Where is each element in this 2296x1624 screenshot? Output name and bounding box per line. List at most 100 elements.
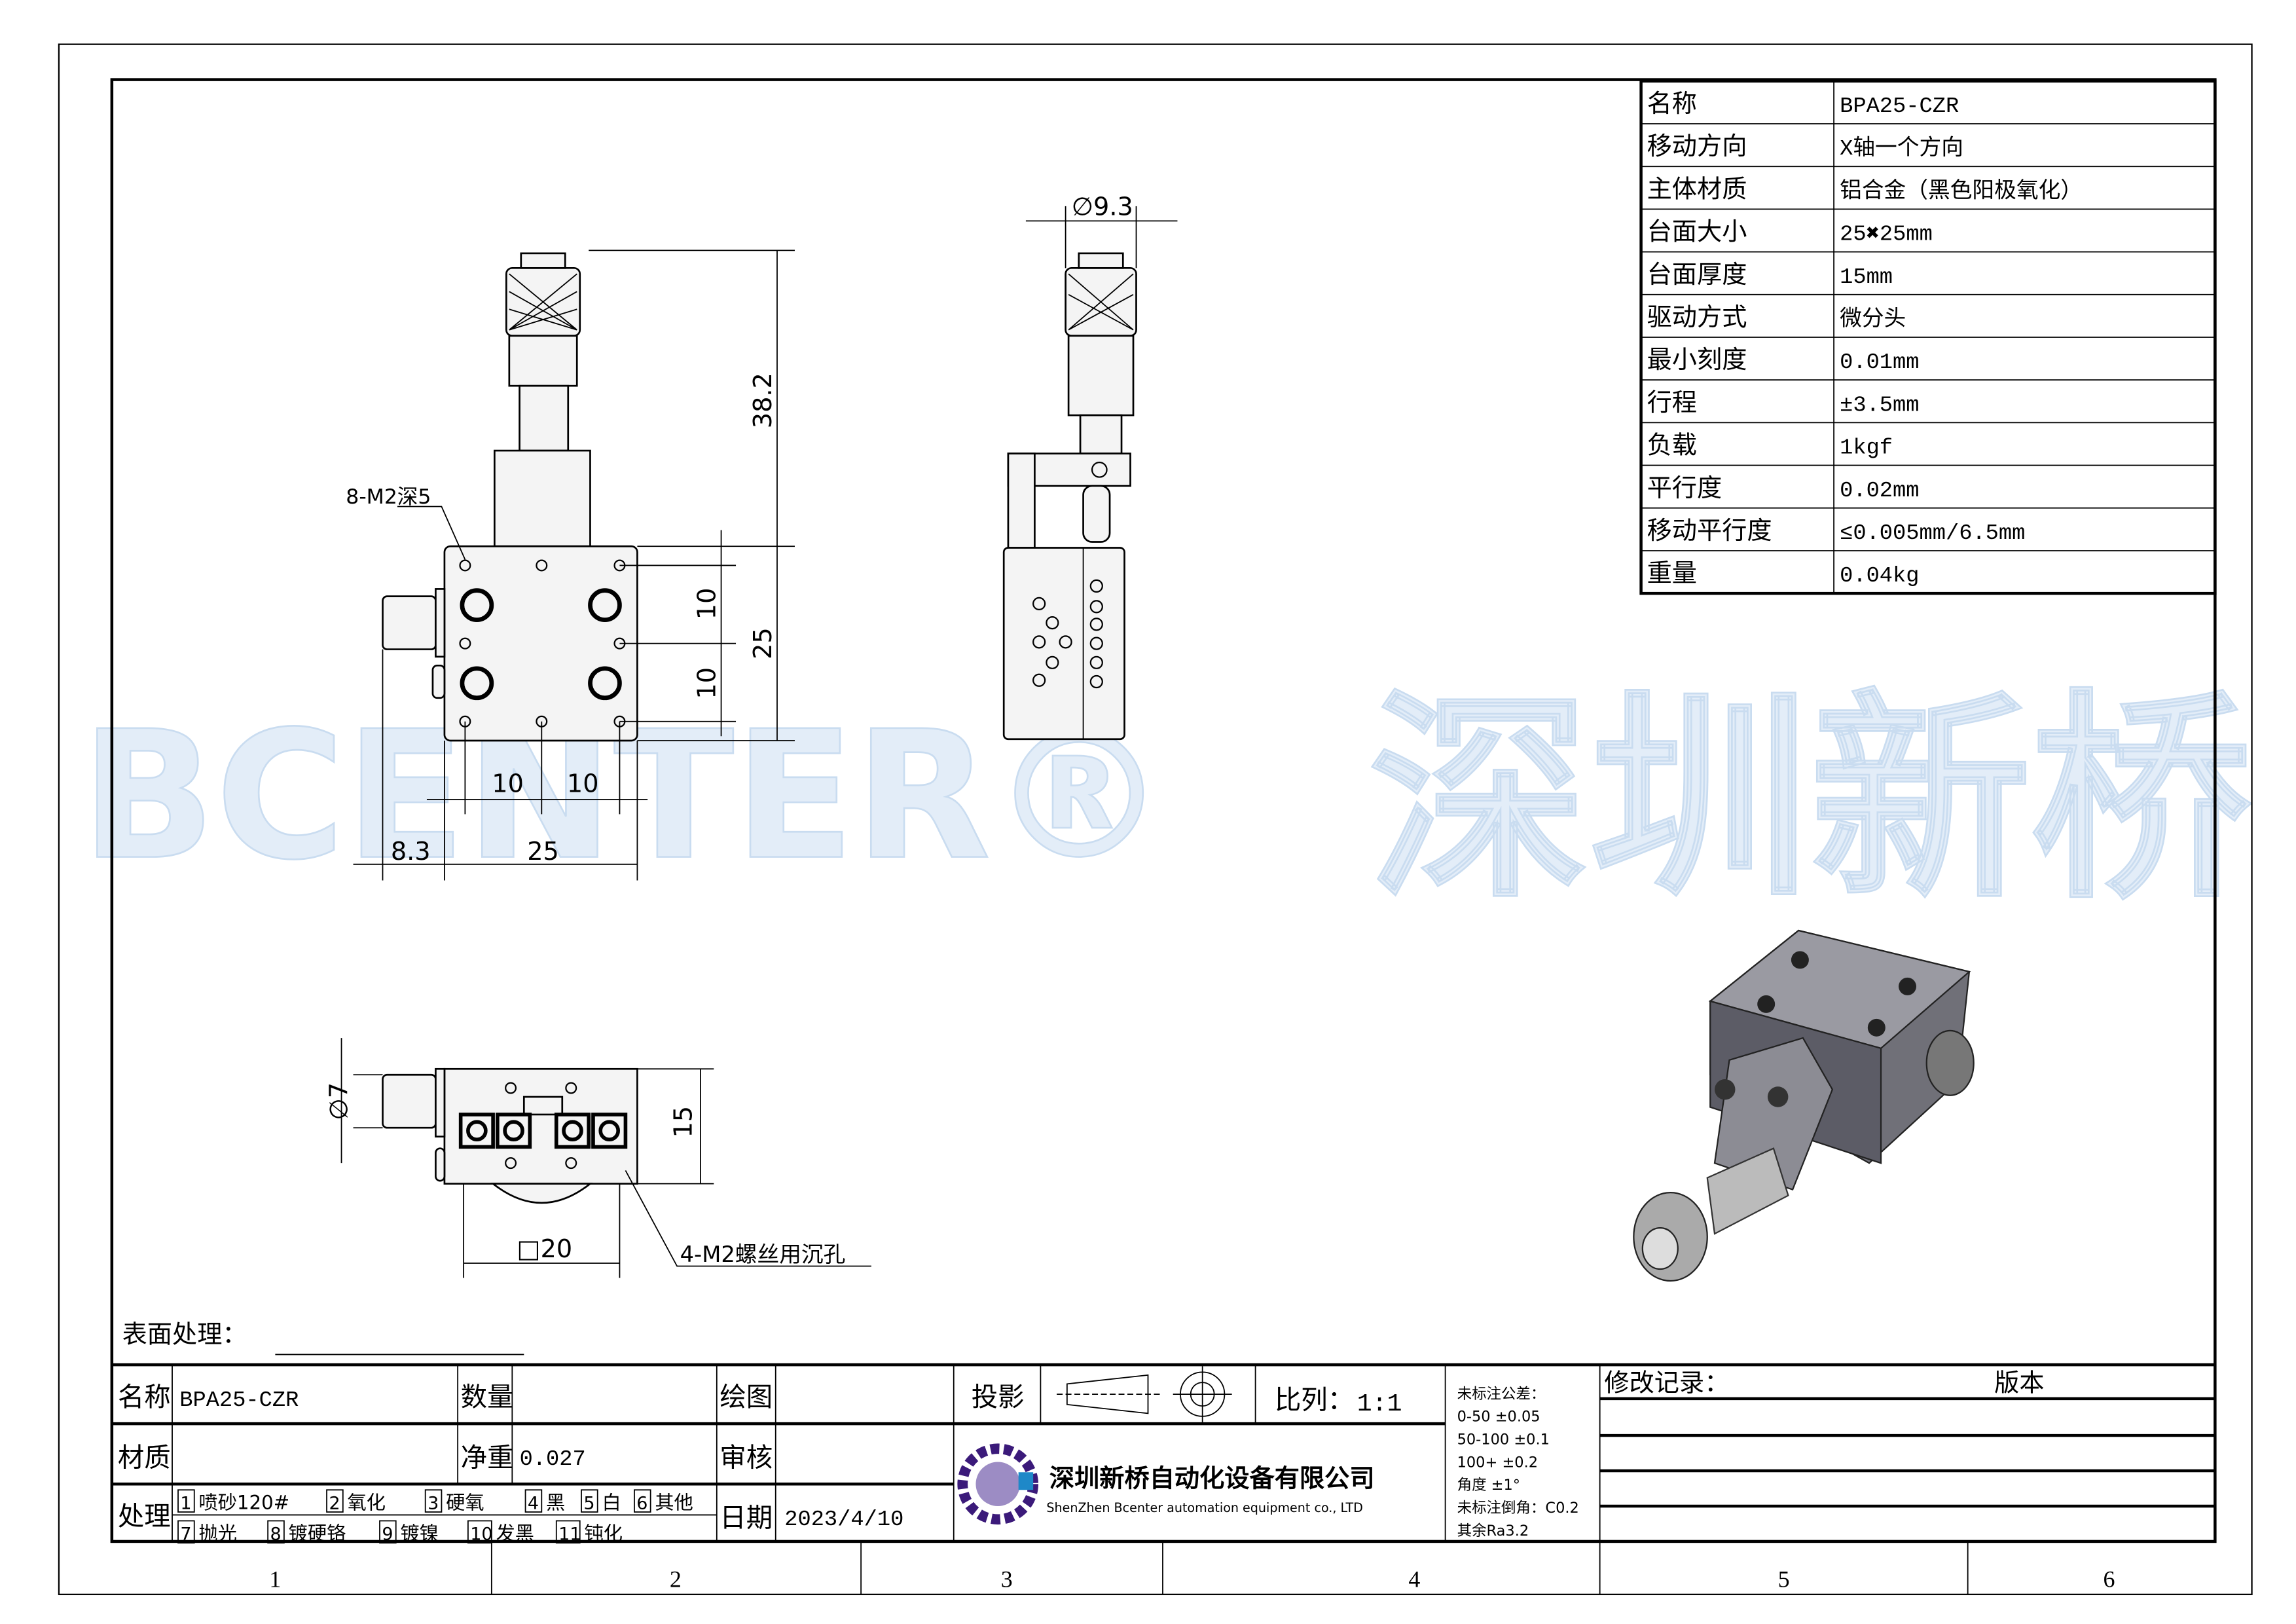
zone-1: 1	[269, 1566, 281, 1593]
spec-label: 行程	[1647, 388, 1697, 417]
spec-row: 移动平行度 ≤0.005mm/6.5mm	[1647, 517, 2026, 546]
process-option-checkbox[interactable]	[177, 1520, 195, 1544]
process-option-checkbox[interactable]	[467, 1520, 492, 1544]
process-option-label: 白	[602, 1491, 621, 1513]
process-option-checkbox[interactable]	[524, 1489, 543, 1513]
date-label: 日期	[720, 1502, 773, 1533]
spec-value: 铝合金（黑色阳极氧化）	[1840, 177, 2083, 204]
date-value: 2023/4/10	[784, 1507, 903, 1532]
spec-label: 最小刻度	[1647, 346, 1747, 375]
spec-row: 移动方向 X轴一个方向	[1647, 132, 1963, 162]
process-option-checkbox[interactable]	[326, 1489, 344, 1513]
title-block: 名称 BPA25-CZR 数量 绘图 投影 比列： 1:1 材质 净重 0.02…	[111, 1363, 2215, 1545]
dim-dia-9-3: ∅9.3	[1072, 193, 1133, 221]
process-option-number: 7	[180, 1524, 191, 1545]
projection-symbol-icon	[1057, 1366, 1232, 1422]
surface-treatment-label: 表面处理：	[122, 1320, 247, 1349]
spec-value: 微分头	[1840, 306, 1906, 333]
tolerance-line: 0-50 ±0.05	[1457, 1409, 1540, 1426]
zone-2: 2	[670, 1566, 682, 1593]
dim-10-v2: 10	[693, 667, 722, 699]
tolerance-line: 未标注倒角：C0.2	[1457, 1500, 1579, 1517]
version-label: 版本	[1994, 1369, 2044, 1398]
process-option-number: 8	[270, 1524, 282, 1545]
name-label: 名称	[118, 1381, 171, 1412]
spec-label: 平行度	[1647, 474, 1722, 503]
spec-value: BPA25-CZR	[1840, 94, 1959, 119]
spec-value: 25✖25mm	[1840, 223, 1933, 248]
quantity-label: 数量	[461, 1381, 514, 1412]
zone-4: 4	[1408, 1566, 1420, 1593]
spec-row: 负载 1kgf	[1647, 432, 1893, 461]
projection-label: 投影	[972, 1381, 1025, 1412]
review-label: 审核	[720, 1441, 773, 1473]
zone-6: 6	[2104, 1566, 2115, 1593]
process-option-label: 发黑	[496, 1522, 534, 1545]
dim-8-3: 8.3	[391, 838, 431, 866]
process-option-label: 其他	[655, 1491, 693, 1513]
spec-value: 15mm	[1840, 265, 1893, 290]
process-option-label: 钝化	[584, 1522, 622, 1545]
process-option-checkbox[interactable]	[267, 1520, 285, 1544]
process-option-number: 3	[428, 1493, 439, 1513]
inner-frame	[110, 78, 2217, 1543]
spec-label: 名称	[1647, 90, 1697, 119]
process-option-label: 镀镍	[400, 1522, 438, 1545]
company-name-en: ShenZhen Bcenter automation equipment co…	[1046, 1500, 1363, 1515]
process-option-number: 4	[528, 1493, 539, 1513]
material-label: 材质	[118, 1441, 171, 1473]
spec-value: 0.02mm	[1840, 479, 1919, 504]
spec-value: ±3.5mm	[1840, 393, 1919, 418]
spec-label: 移动方向	[1647, 132, 1747, 161]
dim-10-h1: 10	[492, 770, 524, 799]
zone-5: 5	[1778, 1566, 1790, 1593]
process-option-label: 氧化	[348, 1491, 386, 1513]
spec-label: 负载	[1647, 432, 1697, 460]
bottom-view: ∅7 15 □20 4-M2螺丝用沉孔	[325, 1038, 871, 1278]
dim-25-horizontal: 25	[527, 838, 559, 866]
spec-label: 重量	[1647, 559, 1697, 588]
process-option-checkbox[interactable]	[379, 1520, 397, 1544]
process-option-checkbox[interactable]	[634, 1489, 651, 1513]
spec-row: 平行度 0.02mm	[1647, 474, 1920, 504]
dim-square-20: □20	[517, 1235, 572, 1264]
company-name-cn: 深圳新桥自动化设备有限公司	[1049, 1465, 1375, 1494]
spec-row: 主体材质 铝合金（黑色阳极氧化）	[1647, 175, 2083, 204]
process-option-label: 抛光	[198, 1522, 236, 1545]
net-weight-label: 净重	[461, 1441, 514, 1473]
spec-label: 移动平行度	[1647, 517, 1772, 545]
process-option-number: 6	[636, 1493, 647, 1513]
dim-10-h2: 10	[567, 770, 599, 799]
process-option-number: 10	[470, 1524, 492, 1545]
dim-15: 15	[670, 1106, 699, 1138]
spec-row: 台面大小 25✖25mm	[1647, 218, 1933, 248]
process-option-number: 2	[329, 1493, 340, 1513]
spec-value: 1kgf	[1840, 436, 1893, 461]
tolerance-line: 未标注公差：	[1457, 1386, 1546, 1403]
spec-value: X轴一个方向	[1840, 135, 1963, 162]
watermark-company: 深圳新桥	[1369, 671, 2252, 929]
process-option-checkbox[interactable]	[177, 1489, 195, 1513]
isometric-render	[1633, 929, 1975, 1282]
process-option-checkbox[interactable]	[555, 1520, 581, 1544]
process-option-label: 喷砂120#	[198, 1491, 289, 1513]
spec-label: 主体材质	[1647, 175, 1747, 204]
scale-label: 比列：	[1275, 1384, 1354, 1416]
process-option-number: 11	[558, 1524, 581, 1545]
name-value: BPA25-CZR	[179, 1388, 299, 1413]
spec-value: ≤0.005mm/6.5mm	[1840, 521, 2025, 546]
process-option-checkbox[interactable]	[424, 1489, 443, 1513]
zone-row: 1 2 3 4 5 6	[269, 1541, 2115, 1595]
process-option-number: 1	[180, 1493, 191, 1513]
process-option-checkbox[interactable]	[581, 1489, 598, 1513]
dim-25-vertical: 25	[749, 627, 778, 659]
spec-row: 驱动方式微分头	[1647, 303, 1906, 333]
spec-row: 名称 BPA25-CZR	[1647, 90, 1959, 119]
spec-label: 台面大小	[1647, 218, 1747, 247]
